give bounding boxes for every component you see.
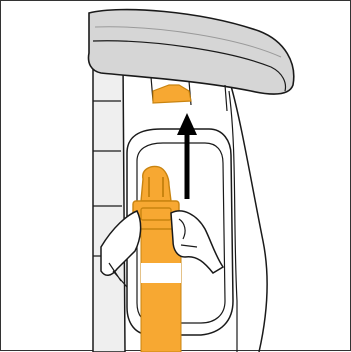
- slot-icon: [153, 85, 191, 103]
